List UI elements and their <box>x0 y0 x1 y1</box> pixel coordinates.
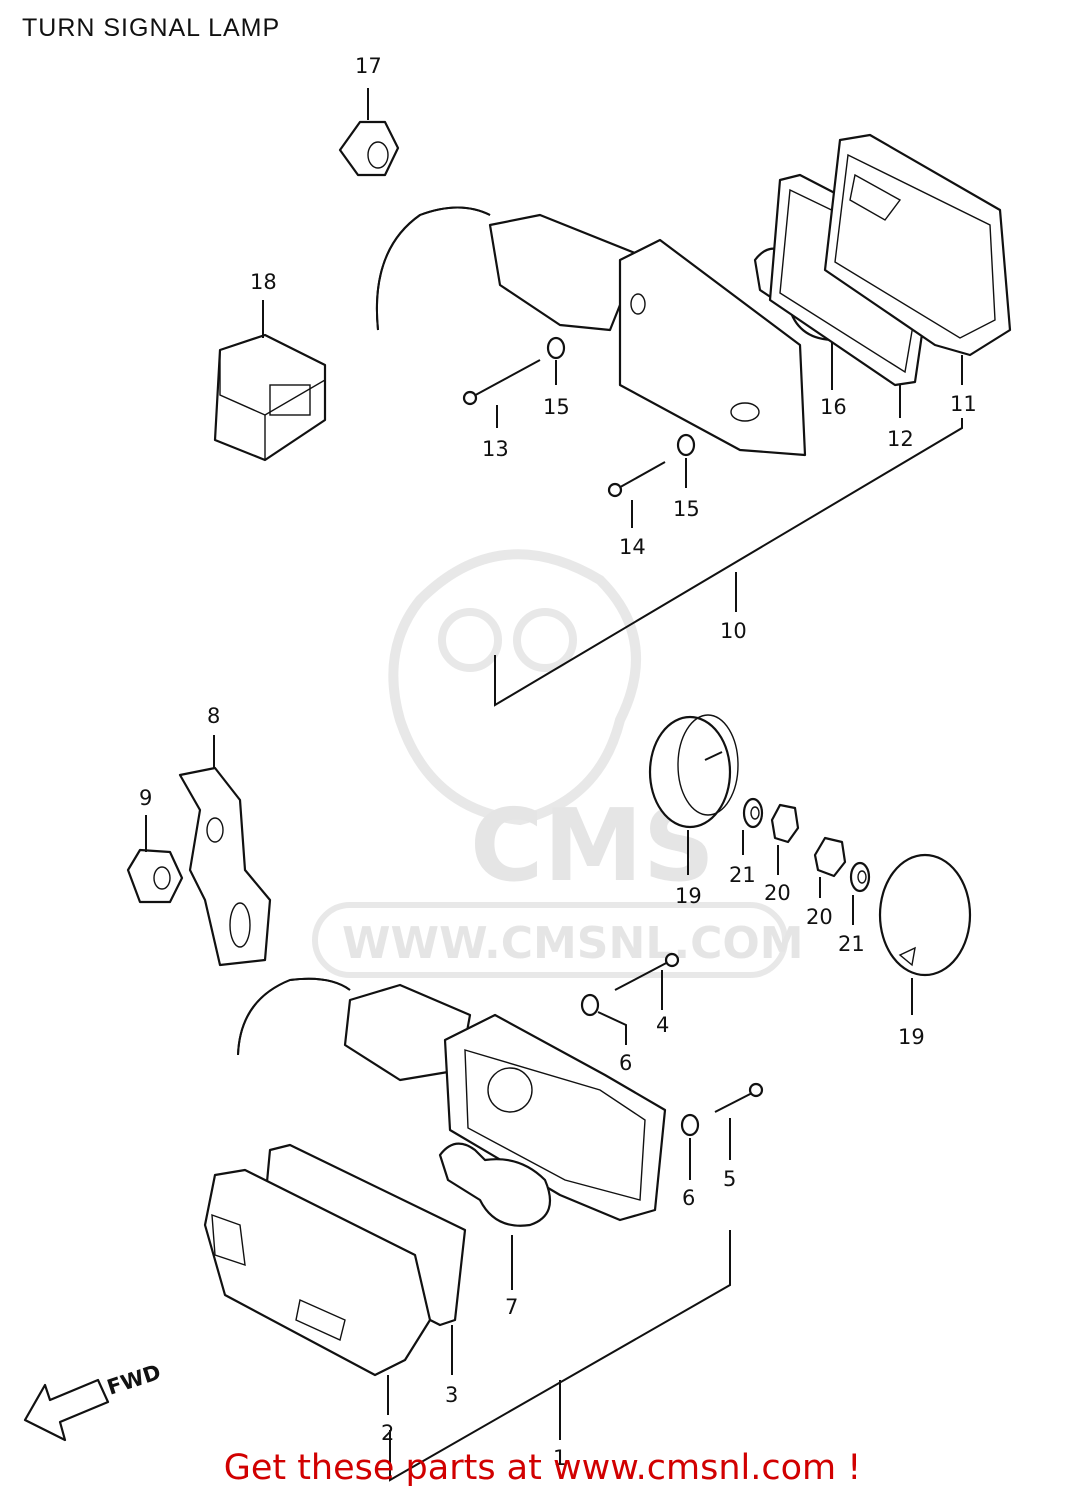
label-18: 18 <box>250 270 277 294</box>
label-9: 9 <box>139 786 152 810</box>
label-4: 4 <box>656 1013 669 1037</box>
label-3: 3 <box>445 1383 458 1407</box>
label-11: 11 <box>950 392 977 416</box>
part-6-nut-upper <box>580 993 627 1045</box>
label-17: 17 <box>355 54 382 78</box>
watermark: CMS WWW.CMSNL.COM <box>312 549 804 978</box>
label-10: 10 <box>720 619 747 643</box>
label-8: 8 <box>207 704 220 728</box>
part-21-washer-upper <box>742 797 764 855</box>
label-5: 5 <box>723 1167 736 1191</box>
part-17-grommet <box>338 88 400 177</box>
part-number-labels: 17 18 16 15 13 12 11 15 14 10 8 9 19 21 … <box>139 54 977 1470</box>
label-19-lower: 19 <box>898 1025 925 1049</box>
part-6-nut-lower <box>680 1113 700 1180</box>
part-18-connector <box>213 300 327 462</box>
part-20-nut-lower <box>813 836 847 898</box>
part-8-bracket <box>178 735 272 967</box>
label-20-lower: 20 <box>806 905 833 929</box>
part-11-lens <box>823 133 1012 385</box>
part-10-upper-lamp-assembly <box>375 206 807 457</box>
part-1-lower-lamp-body <box>237 977 667 1222</box>
fwd-label: FWD <box>104 1360 164 1400</box>
part-4-screw <box>614 952 680 1010</box>
label-7: 7 <box>505 1295 518 1319</box>
label-12: 12 <box>887 427 914 451</box>
part-15-nut-lower <box>676 433 696 488</box>
part-5-screw <box>714 1082 764 1160</box>
part-9-grommet <box>126 815 184 904</box>
label-21-upper: 21 <box>729 863 756 887</box>
label-14: 14 <box>619 535 646 559</box>
part-19-pad-upper <box>648 714 739 875</box>
part-20-nut-upper <box>770 803 800 875</box>
label-16: 16 <box>820 395 847 419</box>
label-15-lower: 15 <box>673 497 700 521</box>
part-13-screw <box>462 359 541 428</box>
part-14-screw <box>607 461 666 528</box>
part-21-washer-lower <box>849 861 871 925</box>
part-7-bulb <box>438 1142 552 1290</box>
label-13: 13 <box>482 437 509 461</box>
part-2-lens <box>203 1168 432 1415</box>
label-21-lower: 21 <box>838 932 865 956</box>
part-10-leader <box>494 418 963 707</box>
label-1: 1 <box>553 1446 566 1470</box>
label-6-lower: 6 <box>682 1186 695 1210</box>
fwd-arrow-icon: FWD <box>23 1360 164 1442</box>
part-1-leader <box>389 1230 731 1482</box>
label-15-upper: 15 <box>543 395 570 419</box>
part-15-nut-upper <box>546 336 566 385</box>
label-2: 2 <box>381 1421 394 1445</box>
label-19-upper: 19 <box>675 884 702 908</box>
part-19-cap-lower <box>878 853 972 1015</box>
footer-link-text[interactable]: Get these parts at www.cmsnl.com ! <box>223 1448 862 1488</box>
diagram-title: TURN SIGNAL LAMP <box>22 14 281 42</box>
watermark-url: WWW.CMSNL.COM <box>342 918 804 969</box>
label-20-upper: 20 <box>764 881 791 905</box>
label-6-upper: 6 <box>619 1051 632 1075</box>
